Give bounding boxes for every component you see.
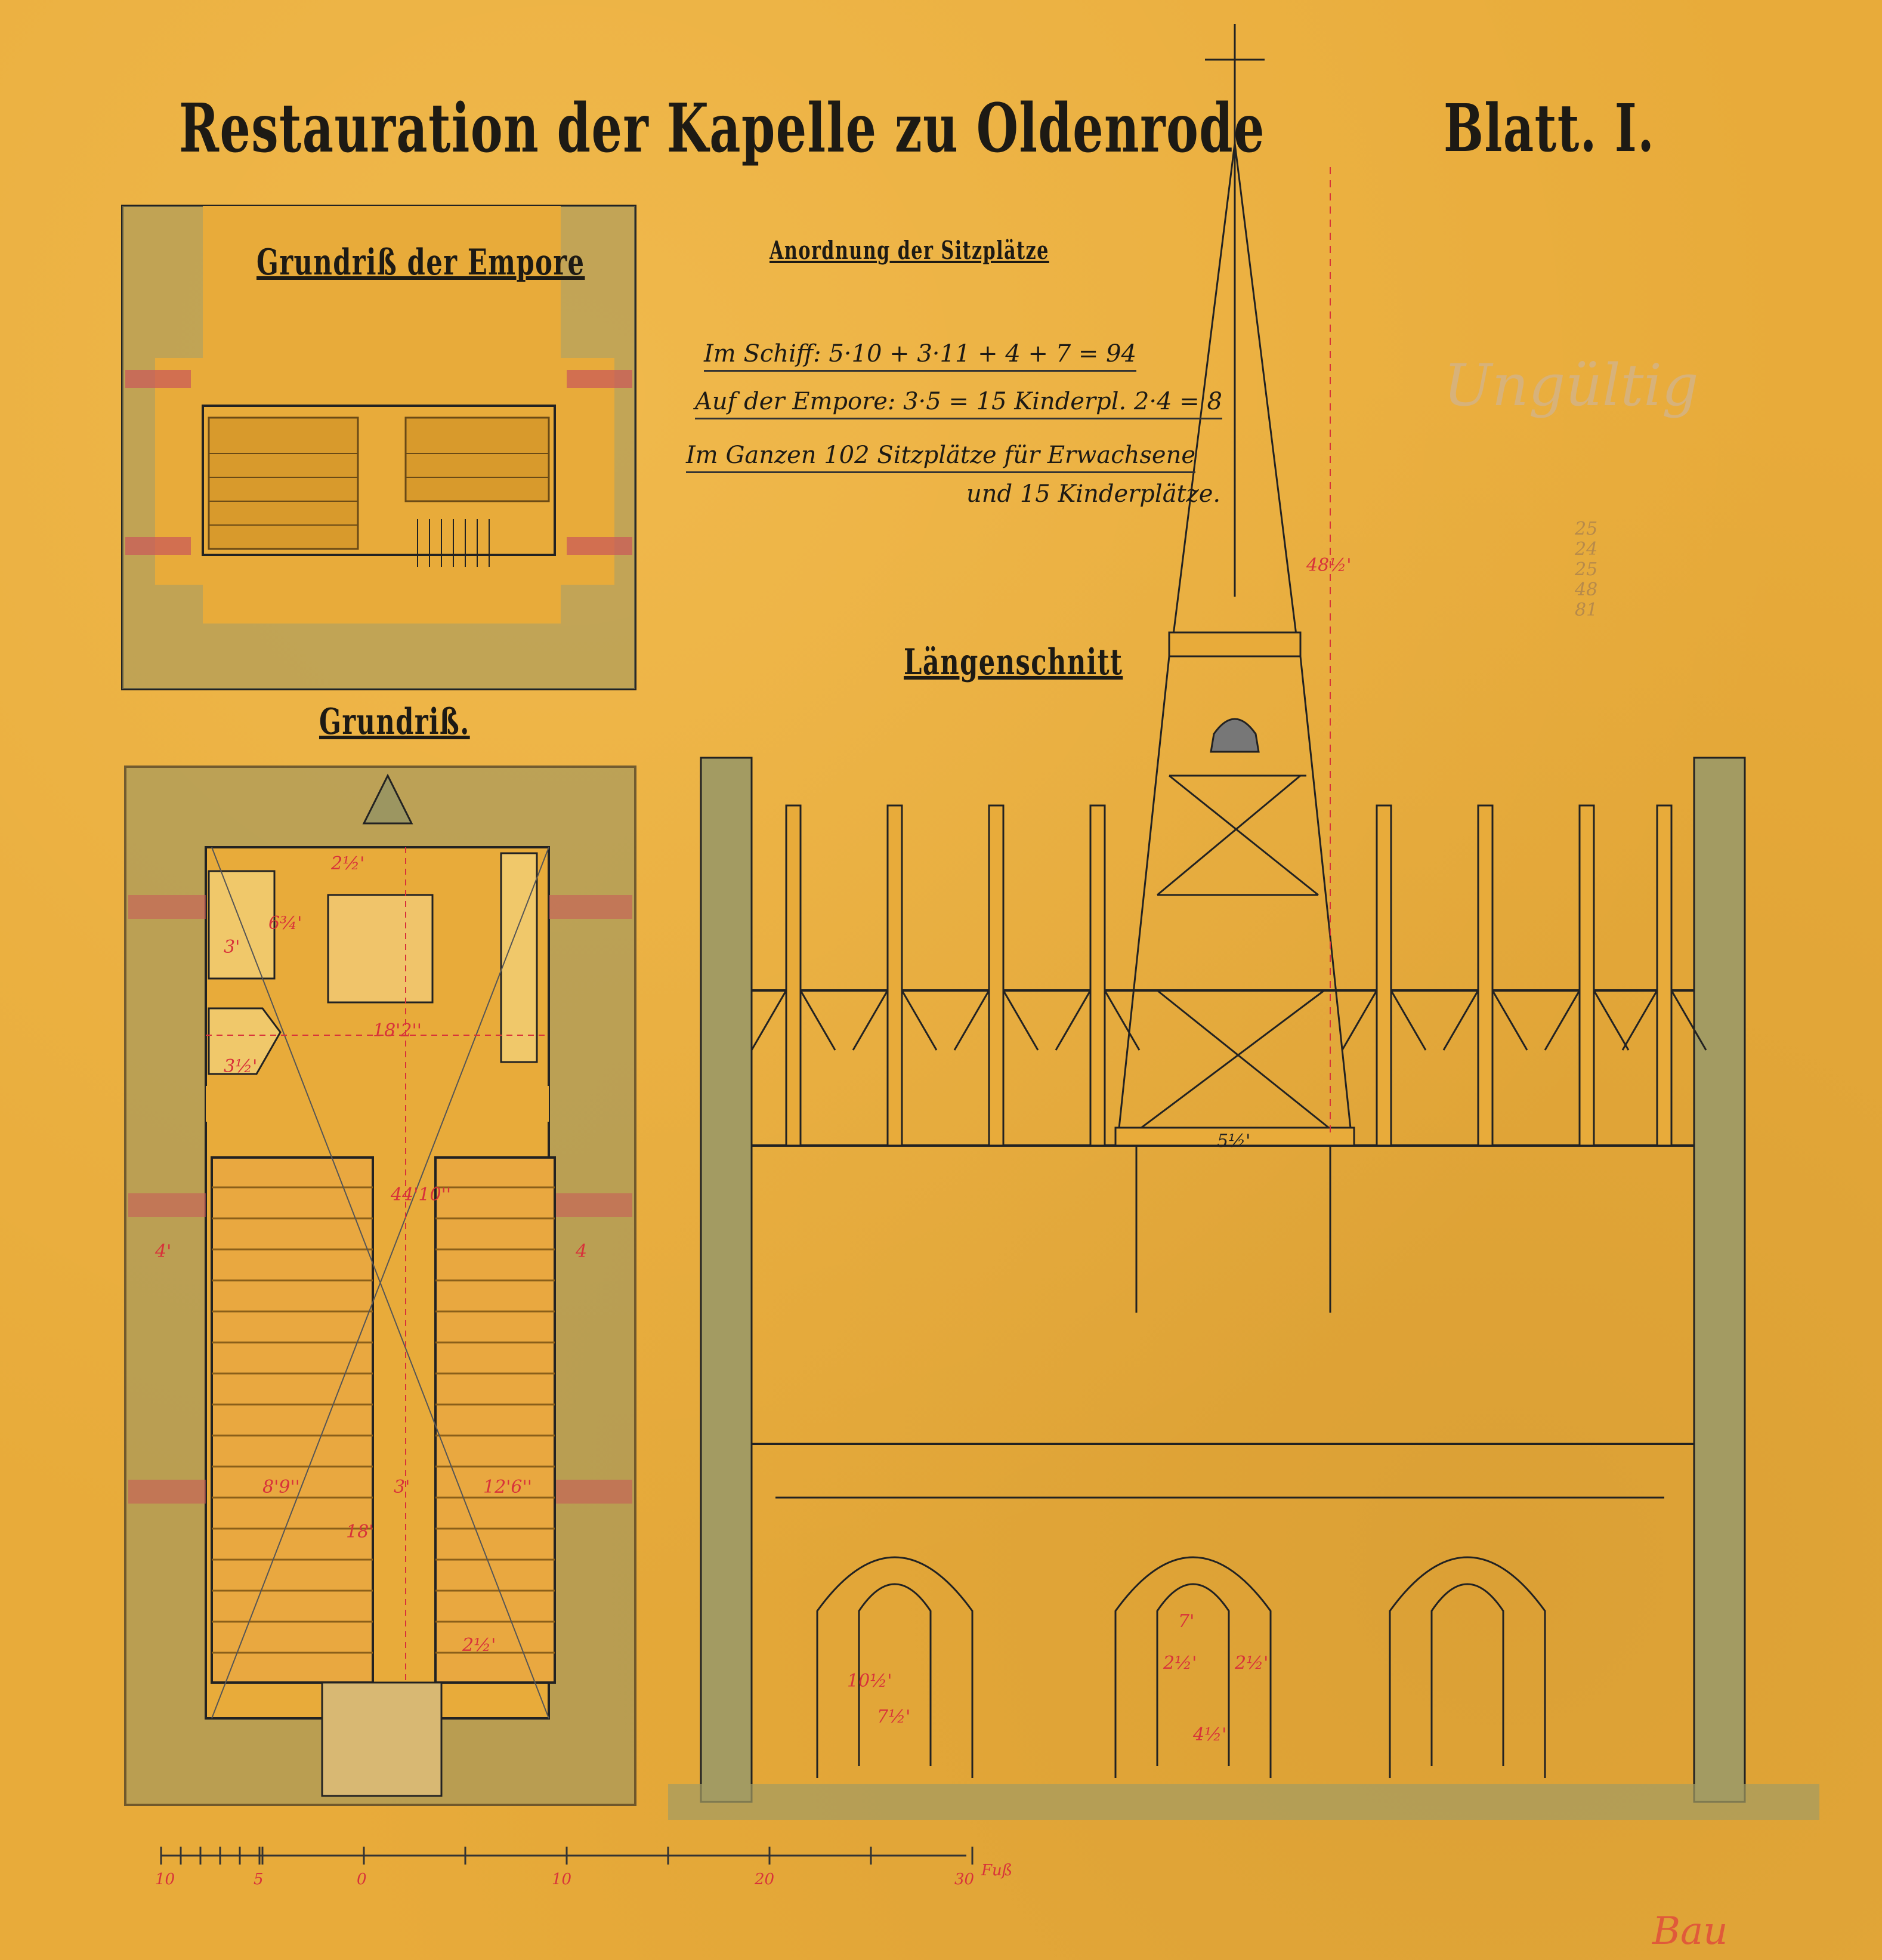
dim-plan-width: 18'2'' bbox=[373, 1020, 422, 1041]
sheet-title: Restauration der Kapelle zu Oldenrode bbox=[179, 89, 1265, 168]
dim-inner-width: 18' bbox=[346, 1521, 374, 1542]
pew-block-right bbox=[434, 1156, 556, 1684]
seating-line-2: Auf der Empore: 3·5 = 15 Kinderpl. 2·4 =… bbox=[695, 388, 1222, 419]
dim-window-w1: 2½' bbox=[1163, 1653, 1197, 1674]
scale-tick-label: 10 bbox=[155, 1871, 175, 1888]
scale-tick-label: 30 bbox=[954, 1871, 975, 1888]
dim-window-height: 7' bbox=[1178, 1611, 1195, 1632]
seating-line-1: Im Schiff: 5·10 + 3·11 + 4 + 7 = 94 bbox=[704, 340, 1137, 372]
dim-pew-left: 8'9'' bbox=[262, 1477, 300, 1498]
dim-window-sill: 4½' bbox=[1193, 1724, 1227, 1745]
pew-block-left bbox=[211, 1156, 374, 1684]
signature: Bau bbox=[1652, 1909, 1728, 1953]
pencil-calc-line: 25 bbox=[1575, 518, 1598, 539]
dim-spire-height: 48½' bbox=[1306, 555, 1352, 576]
pencil-calc-line: 48 bbox=[1575, 579, 1598, 600]
pencil-calculation: 25 24 25 48 81 bbox=[1575, 519, 1597, 621]
dim-plan-length: 44'10'' bbox=[391, 1184, 452, 1205]
dim-choir-depth: 6¾' bbox=[268, 913, 302, 934]
main-plan bbox=[124, 766, 636, 1806]
seating-line-4: und 15 Kinderplätze. bbox=[966, 480, 1221, 508]
dim-choir-a: 3' bbox=[224, 937, 240, 958]
scale-unit: Fuß bbox=[981, 1862, 1013, 1879]
empore-plan bbox=[121, 205, 636, 690]
sheet-number: Blatt. I. bbox=[1444, 89, 1655, 166]
dim-gallery-height: 10½' bbox=[847, 1671, 892, 1692]
dim-side-left: 4' bbox=[155, 1241, 172, 1262]
pencil-calc-line: 25 bbox=[1575, 559, 1598, 580]
scale-tick-label: 10 bbox=[552, 1871, 572, 1888]
dim-choir-b: 3½' bbox=[224, 1056, 258, 1077]
scale-bar bbox=[160, 1847, 974, 1865]
seating-heading: Anordnung der Sitzplätze bbox=[770, 236, 1049, 265]
dim-pew-right: 12'6'' bbox=[483, 1477, 533, 1498]
long-section bbox=[668, 24, 1819, 1820]
dim-tower-base: 5½' bbox=[1217, 1131, 1251, 1152]
dim-stair: 2½' bbox=[462, 1635, 496, 1656]
dim-choir-small: 2½' bbox=[331, 853, 365, 874]
scale-tick-label: 0 bbox=[357, 1871, 367, 1888]
spire bbox=[1114, 24, 1355, 1313]
label-grundriss: Grundriß. bbox=[319, 701, 470, 743]
scale-tick-label: 5 bbox=[254, 1871, 264, 1888]
dim-aisle: 3' bbox=[394, 1477, 410, 1498]
pencil-calc-line: 24 bbox=[1575, 539, 1598, 560]
pencil-note: Ungültig bbox=[1444, 352, 1699, 419]
dim-gallery-width: 7½' bbox=[877, 1706, 911, 1727]
label-empore: Grundriß der Empore bbox=[257, 242, 585, 283]
seating-line-3: Im Ganzen 102 Sitzplätze für Erwachsene bbox=[686, 442, 1196, 473]
scale-tick-label: 20 bbox=[755, 1871, 775, 1888]
pencil-calc-line: 81 bbox=[1575, 600, 1598, 621]
dim-window-w2: 2½' bbox=[1235, 1653, 1269, 1674]
label-laengsschnitt: Längenschnitt bbox=[904, 641, 1123, 683]
dim-side-right: 4 bbox=[576, 1241, 588, 1262]
lower-arcade bbox=[775, 1496, 1664, 1778]
